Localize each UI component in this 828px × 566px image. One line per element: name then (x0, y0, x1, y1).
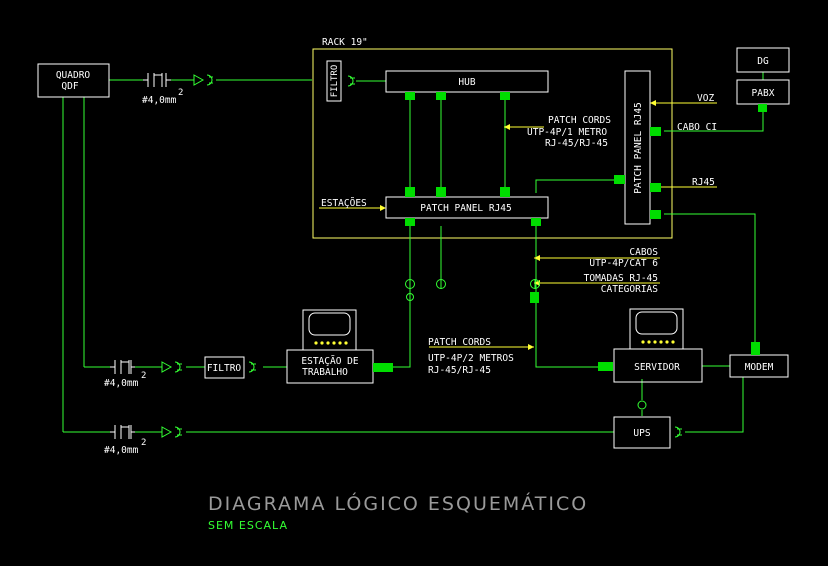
wiring (62, 72, 764, 433)
plug-icon (347, 75, 355, 87)
breaker-icon (143, 73, 171, 87)
wall-outlet-icons (405, 279, 647, 410)
estacao-label-2: TRABALHO (302, 367, 348, 378)
tomadas-spec: CATEGORIAS (601, 284, 658, 295)
estacao-label-1: ESTAÇÃO DE (301, 356, 358, 367)
patch-cords-station-title: PATCH CORDS (428, 337, 491, 348)
filtro-rack-label: FILTRO (330, 65, 340, 98)
workstation-monitor-icon (302, 309, 357, 351)
quadro-qdf-box (37, 63, 110, 98)
patch-cords-rack-spec: UTP-4P/1 METRO (527, 127, 607, 138)
voz-label: VOZ (697, 93, 714, 104)
filtro-label: FILTRO (207, 363, 242, 374)
wire-gauge-label: #4,0mm (104, 445, 139, 456)
arrow-heads (380, 100, 656, 350)
breaker-icon (110, 425, 135, 439)
breaker-symbols (110, 73, 171, 439)
filtro-rack-box (326, 60, 342, 102)
wire-gauge-label: #4,0mm (142, 95, 177, 106)
rack-label: RACK 19" (322, 37, 368, 48)
patch-panel-side-label: PATCH PANEL RJ45 (633, 102, 644, 194)
diagram-title: DIAGRAMA LÓGICO ESQUEMÁTICO (208, 491, 588, 515)
cabo-ci-label: CABO CI (677, 122, 717, 133)
server-monitor-icon (629, 308, 684, 350)
filtro-box (204, 356, 245, 379)
cabos-spec: UTP-4P/CAT 6 (589, 258, 658, 269)
modem-label: MODEM (745, 362, 774, 373)
wire-gauge-exp: 2 (141, 438, 146, 448)
patch-cords-rack-conn: RJ-45/RJ-45 (545, 138, 608, 149)
wire-gauge-exp: 2 (141, 371, 146, 381)
hub-box (385, 70, 549, 93)
ups-label: UPS (633, 428, 650, 439)
diagram-subtitle: SEM ESCALA (208, 519, 288, 532)
patch-panel-label: PATCH PANEL RJ45 (420, 203, 512, 214)
pabx-label: PABX (752, 88, 775, 99)
servidor-label: SERVIDOR (634, 362, 680, 373)
plug-icon (248, 361, 256, 373)
rj45-label: RJ45 (692, 177, 715, 188)
rj45-connectors (373, 92, 767, 372)
breaker-icon (110, 360, 135, 374)
plug-icon (674, 426, 682, 438)
ups-box (613, 416, 671, 449)
dg-box (736, 47, 790, 73)
dg-label: DG (757, 56, 769, 67)
cabos-title: CABOS (629, 247, 658, 258)
wire-gauge-label: #4,0mm (104, 378, 139, 389)
wire-gauge-exp: 2 (178, 88, 183, 98)
annotation-arrows (319, 102, 717, 348)
tomadas-title: TOMADAS RJ-45 (584, 273, 658, 284)
qdf-label: QDF (61, 81, 78, 92)
patch-cords-station-conn: RJ-45/RJ-45 (428, 365, 491, 376)
patch-panel-side-box (624, 70, 651, 225)
plug-icon (161, 426, 182, 438)
patch-cords-rack-title: PATCH CORDS (548, 115, 611, 126)
rack-frame (312, 48, 673, 239)
quadro-label: QUADRO (56, 70, 91, 81)
plug-symbols (161, 74, 682, 438)
plug-icon (193, 74, 213, 86)
patch-panel-box (385, 196, 549, 219)
plug-icon (161, 361, 182, 373)
patch-cords-station-spec: UTP-4P/2 METROS (428, 353, 514, 364)
hub-label: HUB (458, 77, 475, 88)
estacoes-label: ESTAÇÕES (321, 197, 367, 209)
